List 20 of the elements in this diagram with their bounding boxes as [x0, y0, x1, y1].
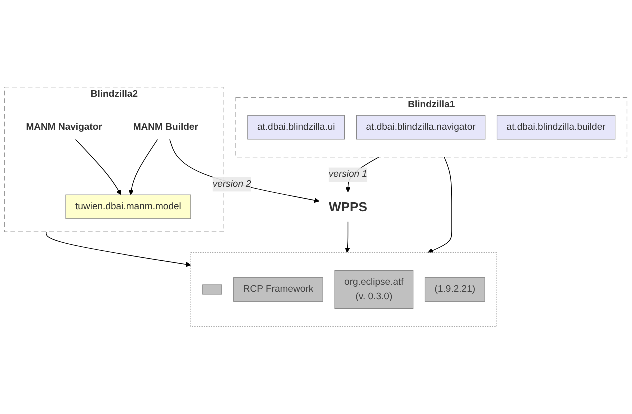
cluster [190, 252, 498, 327]
node-text: MANM Builder [133, 122, 198, 132]
node-box: org.eclipse.atf (v. 0.3.0) [334, 270, 414, 310]
arrow [428, 156, 452, 254]
arrow [345, 221, 350, 254]
node-box: at.dbai.blindzilla.builder [496, 115, 616, 140]
node-box [202, 284, 222, 295]
edge-label: version 1 [328, 169, 368, 180]
arrow [169, 139, 320, 204]
arrow [46, 232, 192, 268]
node-box: at.dbai.blindzilla.navigator [356, 115, 486, 140]
arrow [128, 139, 158, 196]
node-box: (1.9.2.21) [424, 278, 486, 302]
arrow [75, 139, 122, 196]
node-box: RCP Framework [234, 278, 324, 302]
node-box: at.dbai.blindzilla.ui [248, 115, 346, 140]
node-text: WPPS [328, 200, 368, 214]
node-text: MANM Navigator [26, 122, 102, 132]
edge-label: version 2 [212, 179, 252, 190]
node-box: tuwien.dbai.manm.model [66, 194, 192, 220]
